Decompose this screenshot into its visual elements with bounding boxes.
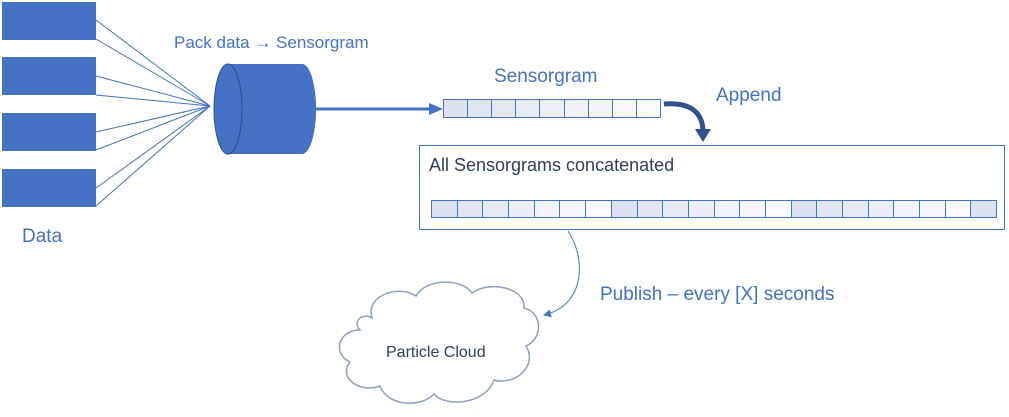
data-block-3 [2,113,96,151]
sensorgram-cell [516,100,541,117]
concat-cell [432,201,458,217]
fan-line-5 [95,105,211,133]
publish-arrow [543,230,580,318]
concat-cell [560,201,587,217]
sensorgram-cell [492,100,517,117]
pack-label: Pack data → Sensorgram [174,33,369,52]
concat-cell [791,201,818,217]
data-block-2 [2,57,96,95]
sensorgram-cell [564,100,589,117]
cloud-label: Particle Cloud [386,344,486,361]
concatenated-box: All Sensorgrams concatenated [419,145,1005,230]
concat-cell [817,201,843,217]
concat-cell [534,201,561,217]
sensorgram-cell [468,100,493,117]
sensorgram-cell [612,100,637,117]
concat-cell [920,201,946,217]
append-label: Append [716,85,782,106]
concat-cell [637,201,664,217]
append-arrow [663,101,706,131]
concat-cell [509,201,535,217]
fan-line-1 [95,19,211,107]
fan-line-7 [95,105,211,189]
concat-cell [945,201,972,217]
fan-line-2 [95,38,211,107]
fan-line-6 [95,105,211,151]
concat-cell [765,201,792,217]
concat-cell [483,201,510,217]
concat-cell [894,201,921,217]
sensorgram-cell [540,100,565,117]
fan-in-lines [95,19,211,207]
concat-cell [868,201,895,217]
concat-strip [431,200,997,218]
cloud-shape [338,281,540,404]
concat-cell [971,201,997,217]
sensorgram-label: Sensorgram [494,66,598,87]
concat-cell [663,201,689,217]
publish-label: Publish – every [X] seconds [600,284,835,305]
sensorgram-cell [636,100,660,117]
fan-line-3 [95,75,211,107]
concat-cell [611,201,638,217]
concat-cell [843,201,869,217]
concat-label: All Sensorgrams concatenated [429,155,675,175]
concat-cell [688,201,715,217]
fan-line-4 [95,94,211,107]
concat-cell [457,201,484,217]
sensorgram-cell [444,100,469,117]
pack-cylinder [213,63,316,155]
sensorgram-cell [588,100,613,117]
data-block-4 [2,169,96,207]
pack-arrow-head [429,103,443,115]
data-block-1 [2,2,96,40]
append-arrow-head [695,129,711,142]
concat-cell [714,201,741,217]
fan-line-8 [95,105,211,207]
sensorgram-strip [443,99,661,118]
data-label: Data [22,226,63,247]
concat-cell [586,201,612,217]
concat-cell [740,201,766,217]
